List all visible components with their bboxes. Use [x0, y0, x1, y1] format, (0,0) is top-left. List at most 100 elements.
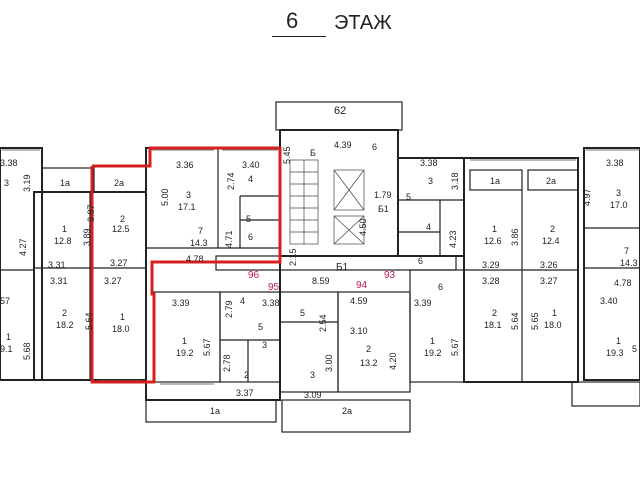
- label: 3: [428, 176, 433, 186]
- label: 1: [616, 336, 621, 346]
- label: 5: [246, 214, 251, 224]
- label: 14.3: [190, 238, 208, 248]
- label: 1.79: [374, 190, 392, 200]
- label: 4.59: [350, 296, 368, 306]
- label: 3.26: [540, 260, 558, 270]
- apartment-number: 93: [384, 270, 396, 281]
- label: 12.4: [542, 236, 560, 246]
- label: 2.79: [224, 300, 234, 318]
- label: 7: [624, 246, 629, 256]
- label: 4.23: [448, 230, 458, 248]
- label: 3.09: [304, 390, 322, 400]
- label: 3: [186, 190, 191, 200]
- floor-number-underline: [272, 36, 326, 37]
- staircase: [289, 159, 319, 245]
- label: 2: [62, 308, 67, 318]
- label: 1: [492, 224, 497, 234]
- label: Б: [310, 148, 316, 158]
- label: 13.2: [360, 358, 378, 368]
- label: 4.78: [186, 254, 204, 264]
- label: 5.67: [202, 338, 212, 356]
- label: 5.67: [450, 338, 460, 356]
- label: 2.78: [222, 354, 232, 372]
- label: 18.0: [112, 324, 130, 334]
- label: 2: [244, 370, 249, 380]
- label: 17.0: [610, 200, 628, 210]
- label: 5: [406, 192, 411, 202]
- label: 5.00: [160, 188, 170, 206]
- label: 1: [62, 224, 67, 234]
- label: 3.86: [510, 228, 520, 246]
- label: 2.74: [226, 172, 236, 190]
- label: 5.45: [282, 146, 292, 164]
- label: 1а: [490, 176, 500, 186]
- label: 3.36: [176, 160, 194, 170]
- label: 12.6: [484, 236, 502, 246]
- label: 2а: [342, 406, 352, 416]
- label: 6: [438, 282, 443, 292]
- label: 9.1: [0, 344, 13, 354]
- label: 2.15: [288, 248, 298, 266]
- label: 1а: [210, 406, 220, 416]
- label: 6: [418, 256, 423, 266]
- apartment-number: 94: [356, 280, 368, 291]
- label: 3.28: [482, 276, 500, 286]
- label: 3: [4, 178, 9, 188]
- label: 19.3: [606, 348, 624, 358]
- label: 4.71: [224, 230, 234, 248]
- label: 3.27: [110, 258, 128, 268]
- label: 4.97: [582, 188, 592, 206]
- label: 4: [248, 174, 253, 184]
- label: 5.65: [530, 312, 540, 330]
- label: Б1: [378, 204, 389, 214]
- label: 3.39: [172, 298, 190, 308]
- label: 4.27: [18, 238, 28, 256]
- label: 18.2: [56, 320, 74, 330]
- label: 3.31: [48, 260, 66, 270]
- label: 1: [430, 336, 435, 346]
- label: 2а: [546, 176, 556, 186]
- window-marks: [2, 149, 640, 385]
- label: 3.37: [236, 388, 254, 398]
- label: 5.64: [510, 312, 520, 330]
- label: 4.20: [388, 352, 398, 370]
- floor-word: ЭТАЖ: [334, 12, 392, 34]
- label: 3.39: [414, 298, 432, 308]
- label: 3: [310, 370, 315, 380]
- label: 1: [6, 332, 11, 342]
- label: 3.40: [600, 296, 618, 306]
- label: 3.00: [324, 354, 334, 372]
- label: 7: [198, 226, 203, 236]
- label: 1: [552, 308, 557, 318]
- apartment-number: 96: [248, 270, 260, 281]
- label: 6: [248, 232, 253, 242]
- label: 2: [120, 214, 125, 224]
- label: 2а: [114, 178, 124, 188]
- label: 5: [258, 322, 263, 332]
- label: 4.78: [614, 278, 632, 288]
- label: 2: [492, 308, 497, 318]
- label: 3.40: [242, 160, 260, 170]
- label: 2: [366, 344, 371, 354]
- label: 3.29: [482, 260, 500, 270]
- label: 5: [632, 344, 637, 354]
- label: 57: [0, 296, 10, 306]
- label: 14.3: [620, 258, 638, 268]
- label: 4.50: [358, 218, 368, 236]
- label: Б1: [336, 262, 349, 273]
- label: 3.27: [104, 276, 122, 286]
- label: 4.39: [334, 140, 352, 150]
- label: 3.38: [420, 158, 438, 168]
- label: 2: [550, 224, 555, 234]
- label: 1а: [60, 178, 70, 188]
- label: 18.1: [484, 320, 502, 330]
- apartment-number: 95: [268, 282, 280, 293]
- label: 4: [240, 296, 245, 306]
- label: 3.18: [450, 172, 460, 190]
- label: 5: [300, 308, 305, 318]
- label: 1: [182, 336, 187, 346]
- label: 17.1: [178, 202, 196, 212]
- label: 3.27: [540, 276, 558, 286]
